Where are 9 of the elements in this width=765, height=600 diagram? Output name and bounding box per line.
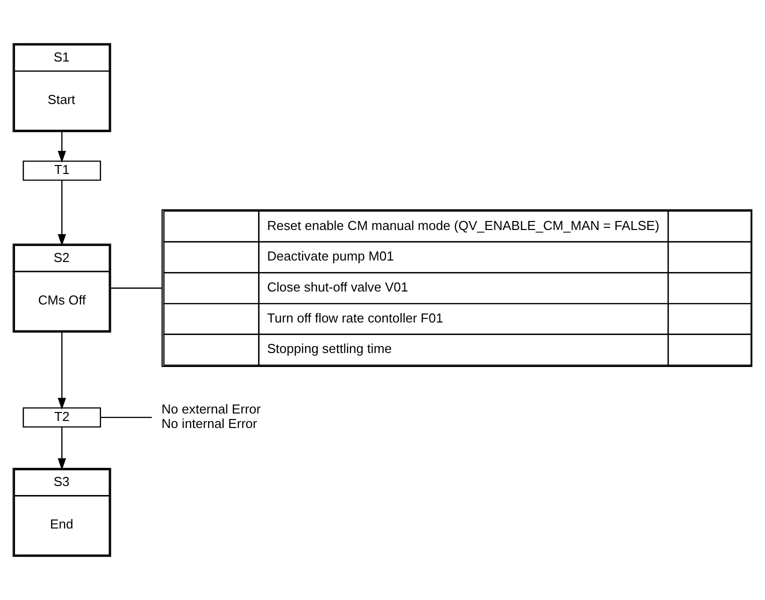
connector: [100, 416, 152, 418]
node-box: T1: [22, 160, 102, 181]
arrow: [58, 427, 66, 470]
node-box: T2: [22, 407, 102, 428]
arrow: [58, 332, 66, 410]
arrow: [58, 132, 66, 163]
arrow: [58, 180, 66, 246]
node-text: No external Error No internal Error: [162, 402, 261, 431]
connector: [110, 288, 162, 289]
